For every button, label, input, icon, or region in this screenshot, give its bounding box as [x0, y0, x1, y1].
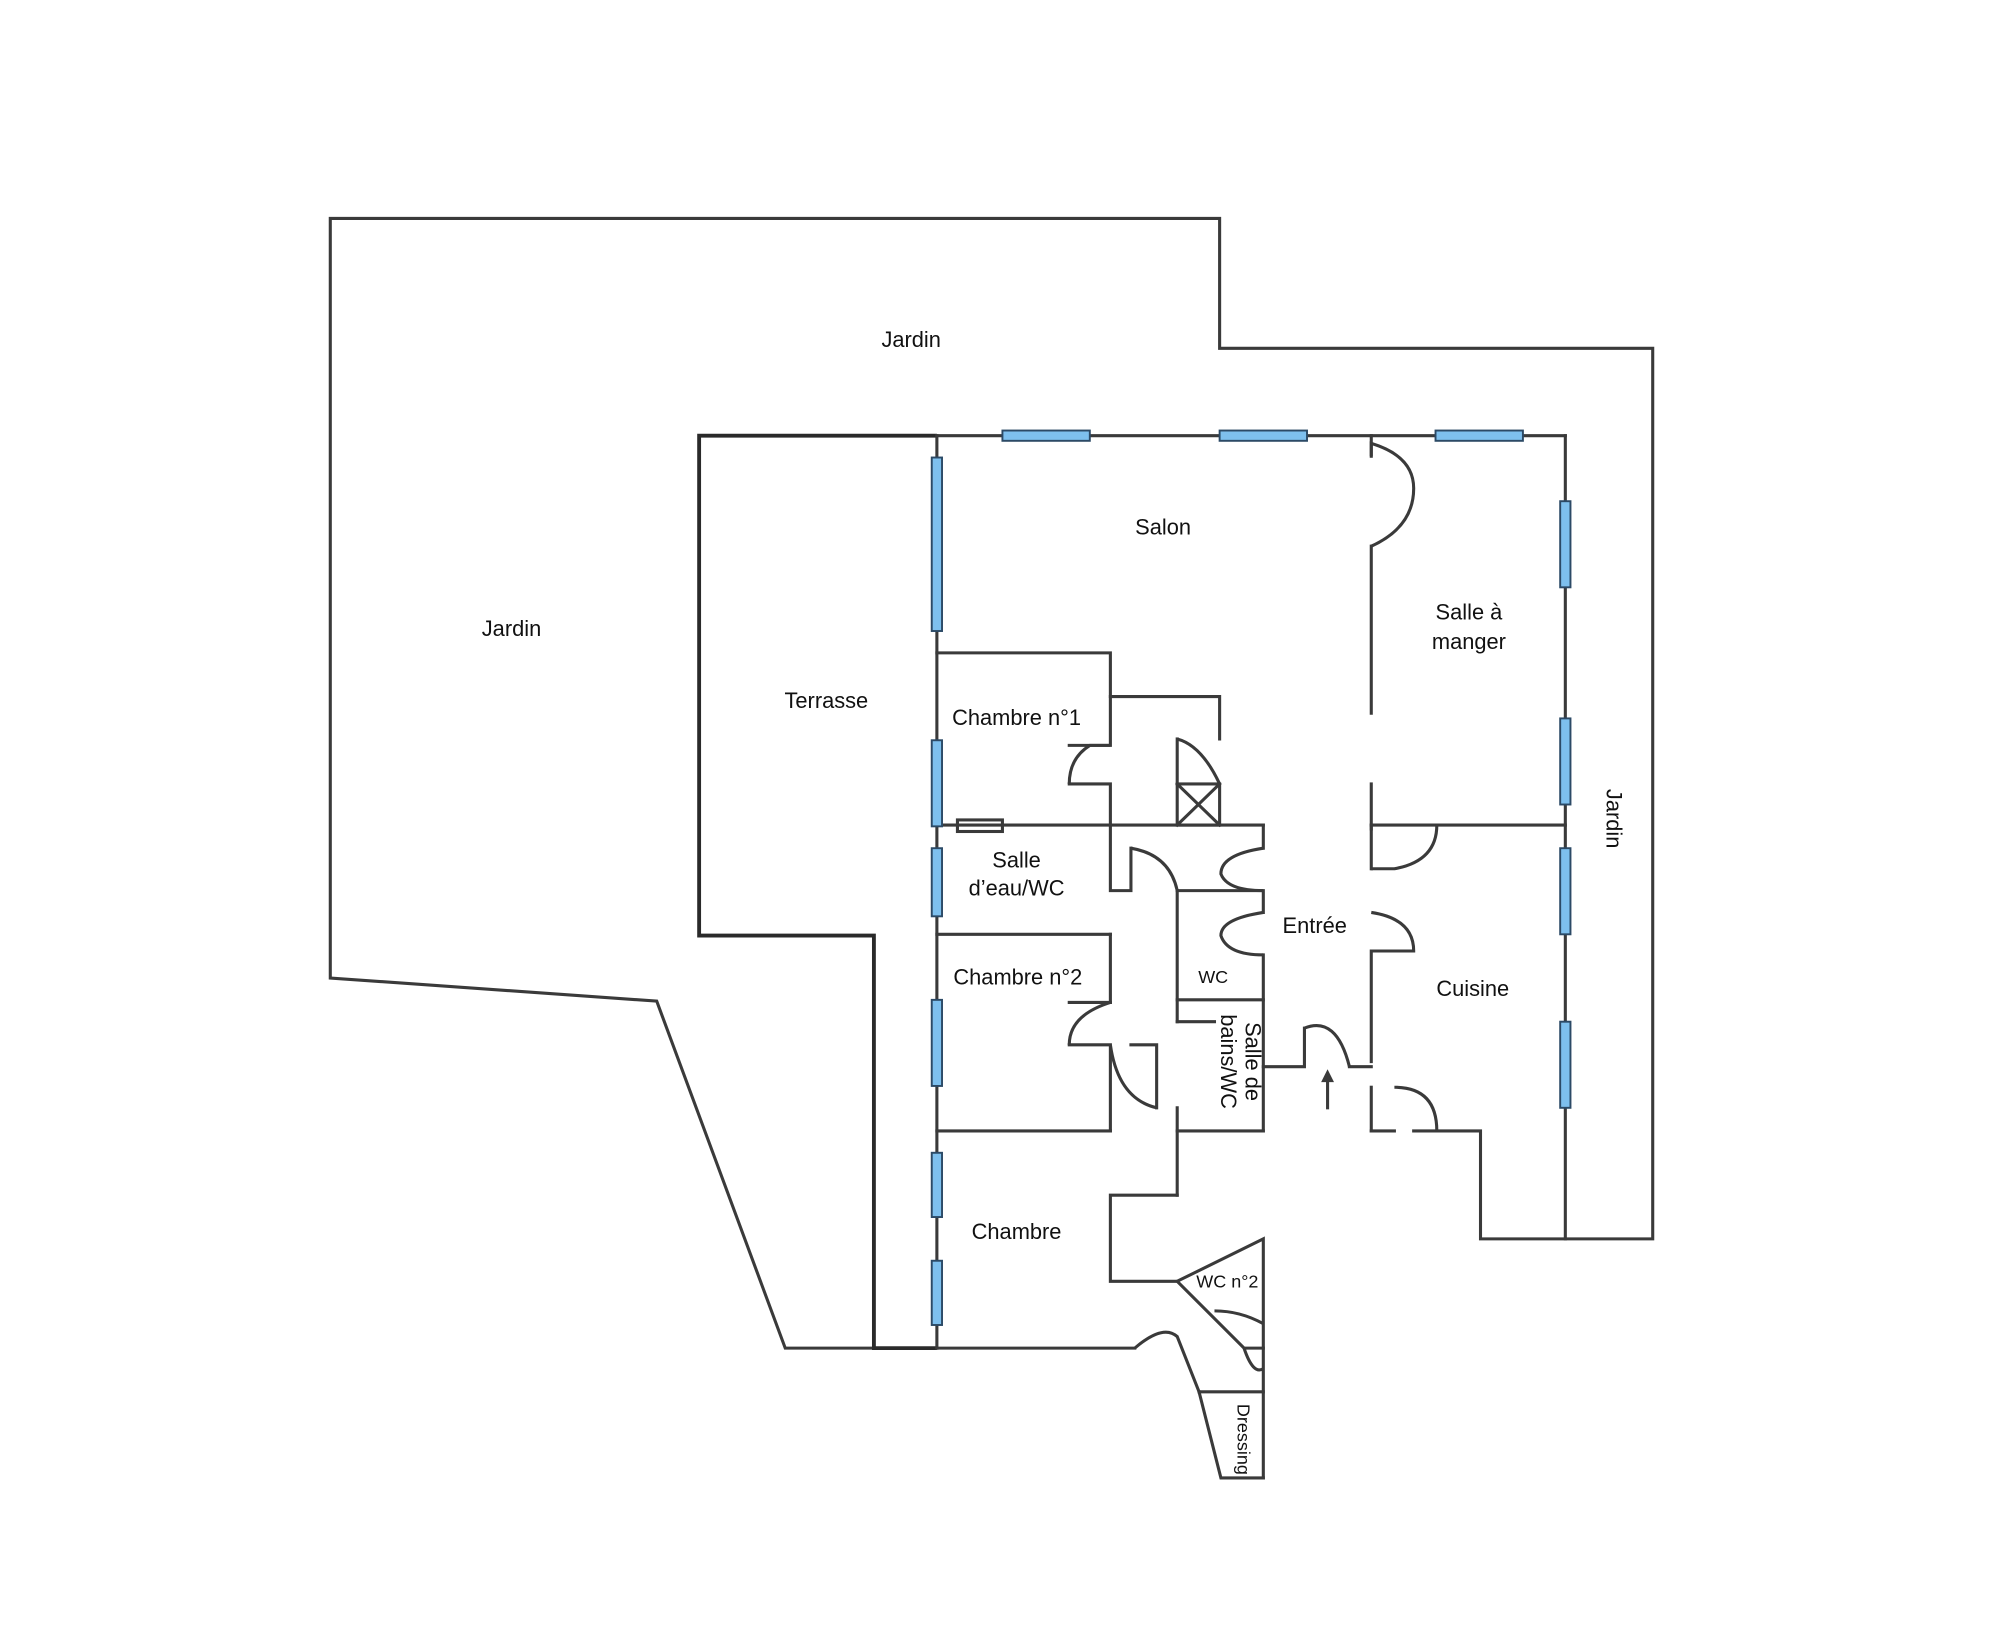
label-salle-a-manger-2: manger	[1432, 629, 1506, 654]
label-salon: Salon	[1135, 515, 1191, 540]
label-sdb-2: bains/WC	[1216, 1014, 1241, 1109]
label-cuisine: Cuisine	[1436, 976, 1509, 1001]
label-chambre: Chambre	[972, 1219, 1062, 1244]
label-salle-eau-2: d’eau/WC	[969, 876, 1065, 901]
terrace	[697, 433, 937, 1351]
walls	[935, 434, 1567, 1480]
label-salle-a-manger-1: Salle à	[1436, 599, 1504, 624]
label-entree: Entrée	[1283, 913, 1347, 938]
label-chambre-2: Chambre n°2	[953, 964, 1082, 989]
doors	[1067, 441, 1439, 1393]
windows	[930, 429, 1572, 1326]
label-salle-eau-1: Salle	[992, 847, 1041, 872]
label-wc: WC	[1198, 967, 1228, 987]
label-terrasse: Terrasse	[785, 688, 869, 713]
garden-boundary	[328, 216, 1655, 1350]
label-sdb-1: Salle de	[1240, 1022, 1265, 1101]
label-jardin-left: Jardin	[482, 616, 541, 641]
room-labels: Jardin Jardin Jardin Terrasse Salon Sall…	[482, 327, 1627, 1475]
label-dressing: Dressing	[1234, 1404, 1254, 1475]
entrance-arrow-icon	[1321, 1069, 1334, 1110]
label-jardin-right: Jardin	[1601, 789, 1626, 848]
label-wc-2: WC n°2	[1196, 1272, 1258, 1292]
label-jardin-top: Jardin	[881, 327, 940, 352]
label-chambre-1: Chambre n°1	[952, 705, 1081, 730]
